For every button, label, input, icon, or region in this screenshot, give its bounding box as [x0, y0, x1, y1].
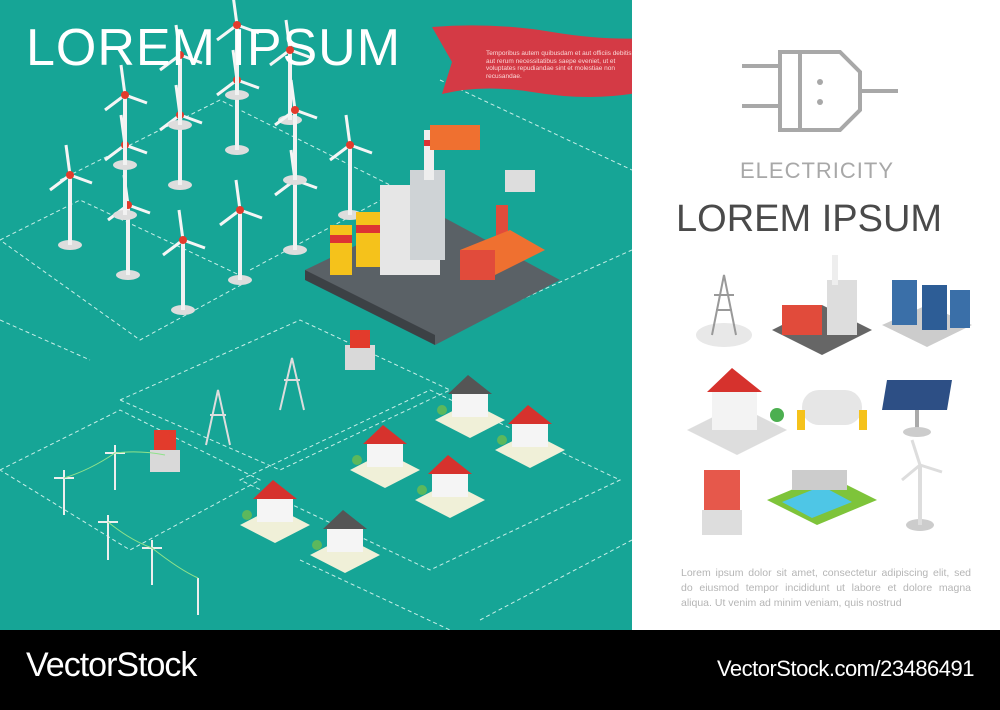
- grid-lines: [0, 79, 632, 630]
- image-id: VectorStock.com/23486491: [716, 656, 975, 681]
- wind-turbine-icon: [901, 439, 943, 531]
- house: [495, 405, 565, 468]
- wind-turbine: [49, 144, 93, 250]
- grid-infrastructure: [54, 330, 565, 615]
- electric-plug-icon: [742, 50, 898, 132]
- power-plant-icon: [772, 255, 872, 355]
- ribbon-text: Temporibus autem quibusdam et aut offici…: [486, 50, 632, 80]
- data-center-icon: [882, 280, 972, 347]
- gas-tank-icon: [797, 390, 867, 430]
- house: [240, 480, 310, 543]
- ribbon-banner: [432, 25, 632, 97]
- wind-turbine: [104, 64, 148, 170]
- house: [310, 510, 380, 573]
- left-title: LOREM IPSUM: [26, 19, 402, 77]
- right-title: LOREM IPSUM: [676, 198, 943, 240]
- wind-turbine: [159, 24, 203, 130]
- wind-turbine: [219, 179, 263, 285]
- house: [415, 455, 485, 518]
- transmission-tower-icon: [696, 274, 752, 347]
- watermark-footer: VectorStock VectorStock.com/23486491: [0, 630, 1000, 710]
- transformer-icon: [702, 470, 742, 535]
- illustration-panel: LOREM IPSUM Temporibus autem quibusdam e…: [0, 0, 632, 630]
- wind-turbine: [216, 0, 260, 100]
- house: [435, 375, 505, 438]
- solar-panel-icon: [882, 380, 952, 437]
- icon-grid: [687, 255, 972, 535]
- description-paragraph: Lorem ipsum dolor sit amet, consectetur …: [681, 567, 971, 609]
- wind-turbine: [274, 79, 318, 185]
- hydro-dam-icon: [767, 470, 877, 525]
- electricity-label: ELECTRICITY: [740, 158, 895, 183]
- power-plant: [305, 125, 560, 345]
- wind-turbine: [162, 209, 206, 315]
- legend-panel: ELECTRICITY LOREM IPSUM Lorem ipsum dolo…: [632, 0, 1000, 630]
- house-icon: [687, 368, 787, 455]
- brand-logo: VectorStock: [26, 646, 197, 684]
- house: [350, 425, 420, 488]
